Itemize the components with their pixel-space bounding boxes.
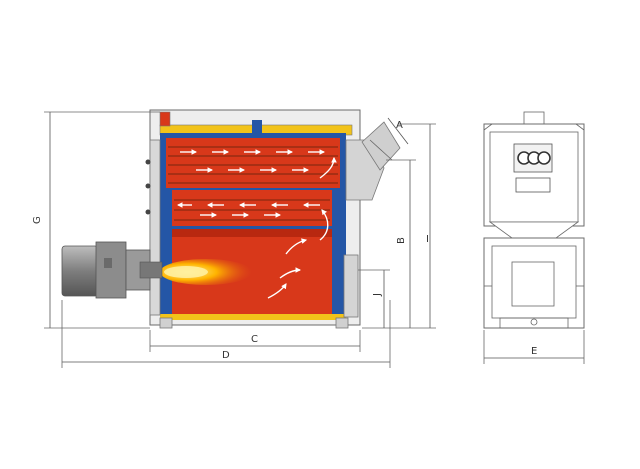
dimension-lines [44, 111, 436, 368]
flue-tubes-upper [168, 146, 338, 184]
dimension-label-j: J [372, 293, 383, 297]
flue-tubes-middle [174, 199, 330, 221]
flow-arrow-icon [267, 283, 287, 299]
dimension-e [483, 330, 585, 364]
dimension-label-a: A [396, 120, 403, 131]
rear-water-wall [334, 190, 342, 314]
front-door [149, 139, 161, 316]
boiler-foot-front [159, 317, 173, 329]
middle-heat-exchanger [172, 190, 332, 226]
front-casing-lower [483, 237, 585, 329]
supply-nozzle [252, 120, 262, 136]
boiler-side-section [61, 109, 401, 329]
flame-core [164, 266, 208, 278]
upper-heat-exchanger [166, 138, 340, 188]
dimension-label-d: D [222, 350, 230, 361]
boiler-foot-rear [335, 317, 349, 329]
pellet-burner [61, 241, 163, 299]
dimension-label-b: B [396, 237, 407, 244]
dimension-label-g: G [32, 216, 43, 224]
rear-cleaning-door [343, 254, 359, 318]
dimension-label-i: I [426, 234, 429, 245]
boiler-front-view [483, 111, 585, 329]
top-red-cap [159, 111, 171, 127]
bottom-insulation [160, 314, 346, 320]
display-window [515, 177, 551, 193]
door-hinges [145, 159, 151, 215]
flow-arrow-icon [285, 238, 308, 255]
dial-icon [537, 151, 551, 165]
base-plate [499, 317, 569, 329]
lower-access-door [511, 261, 555, 307]
flow-arrows [176, 149, 337, 299]
firebox-shade [172, 229, 332, 237]
dimension-label-e: E [531, 346, 537, 357]
flow-arrow-icon [319, 209, 329, 241]
flue-outlet [345, 121, 401, 201]
front-casing-upper [483, 123, 585, 227]
flow-arrow-icon [279, 267, 302, 279]
flow-arrow-icon [319, 156, 337, 179]
dimension-label-c: C [251, 334, 258, 345]
